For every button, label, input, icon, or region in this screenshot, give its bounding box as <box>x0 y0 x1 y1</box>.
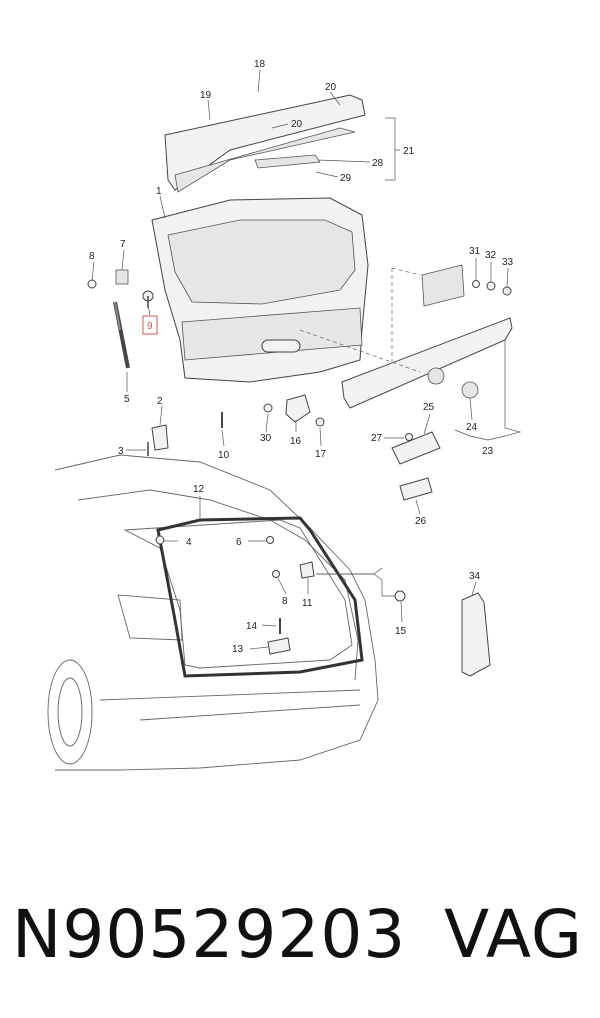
car-body <box>47 454 379 771</box>
clip <box>472 280 480 288</box>
clip <box>502 286 512 296</box>
guide-line <box>299 329 421 373</box>
callout-23: 23 <box>482 446 494 457</box>
callout-17: 17 <box>315 449 327 460</box>
bumper-stop <box>315 417 325 427</box>
callout-27: 27 <box>371 433 383 444</box>
callout-6: 6 <box>236 537 242 548</box>
highlighted-bolt <box>142 290 154 308</box>
part-number: N90529203 <box>12 896 407 973</box>
callout-4: 4 <box>186 537 192 548</box>
callout-5: 5 <box>124 394 130 405</box>
emblem <box>461 381 479 399</box>
callout-16: 16 <box>290 436 302 447</box>
callout-20-left: 20 <box>291 119 303 130</box>
callout-33: 33 <box>502 257 514 268</box>
callout-29: 29 <box>340 173 352 184</box>
callout-32: 32 <box>485 250 497 261</box>
striker-bracket <box>299 561 315 579</box>
tailgate-seal <box>156 516 364 678</box>
callout-28: 28 <box>372 158 384 169</box>
callout-3: 3 <box>118 446 124 457</box>
callout-2: 2 <box>157 396 163 407</box>
spoiler-trim-strip <box>254 154 321 169</box>
bolt <box>266 536 274 544</box>
leader-lines <box>91 69 522 650</box>
brand-name: VAG <box>444 896 584 973</box>
lock-striker <box>267 637 291 655</box>
callout-1: 1 <box>156 186 162 197</box>
hinge <box>147 424 169 456</box>
callout-31: 31 <box>469 246 481 257</box>
gas-strut <box>113 301 130 369</box>
callout-11: 11 <box>302 598 313 609</box>
rear-spoiler <box>164 94 366 193</box>
tailgate-panel <box>151 197 369 383</box>
strut-bracket <box>115 269 129 285</box>
callout-12: 12 <box>193 484 205 495</box>
callout-8-top: 8 <box>89 251 95 262</box>
callout-24: 24 <box>466 422 478 433</box>
callout-34: 34 <box>469 571 481 582</box>
callout-7: 7 <box>120 239 126 250</box>
callout-30: 30 <box>260 433 272 444</box>
callout-13: 13 <box>232 644 244 655</box>
license-plate-bracket <box>421 264 465 307</box>
callout-15: 15 <box>395 626 407 637</box>
callout-9: 9 <box>147 321 153 332</box>
callout-18: 18 <box>254 59 266 70</box>
lock-actuator <box>391 431 441 465</box>
callout-26: 26 <box>415 516 427 527</box>
stop-buffer <box>394 590 406 602</box>
latch <box>285 394 311 423</box>
guide-line <box>391 267 421 276</box>
callout-19: 19 <box>200 90 212 101</box>
part-caption: N90529203 VAG <box>0 880 600 990</box>
callout-14: 14 <box>246 621 258 632</box>
screw <box>405 433 413 441</box>
callout-8-bottom: 8 <box>282 596 288 607</box>
tailgate-trim-bar <box>341 317 513 409</box>
sealant-tube <box>461 592 491 677</box>
handle-switch <box>399 477 433 501</box>
grommet <box>155 535 165 545</box>
clip <box>486 281 496 291</box>
bolt <box>272 570 280 578</box>
callout-25: 25 <box>423 402 435 413</box>
callout-10: 10 <box>218 450 230 461</box>
buffer <box>263 403 273 413</box>
parts-diagram: 1 2 3 4 5 6 7 8 8 9 10 11 12 13 14 15 16… <box>47 59 522 771</box>
bolt <box>87 279 97 289</box>
callout-20-right: 20 <box>325 82 337 93</box>
callout-21: 21 <box>403 146 415 157</box>
callout-9-highlight-box <box>142 315 158 335</box>
